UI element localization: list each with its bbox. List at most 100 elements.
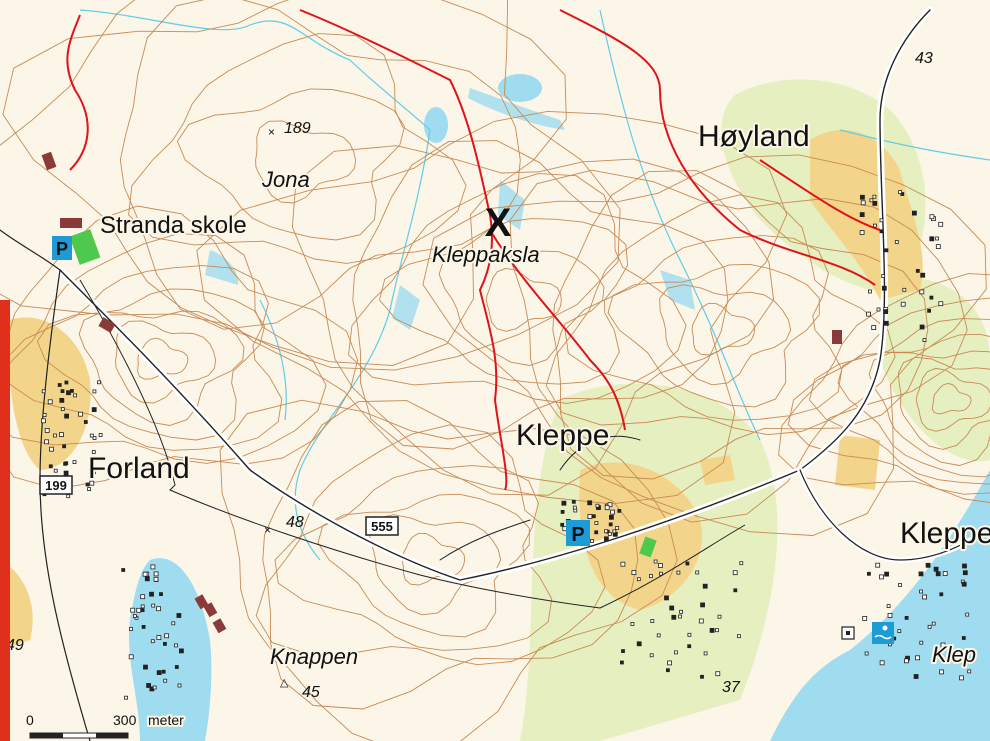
power-line [79,279,746,609]
building-dot [664,595,669,601]
building-dot [610,509,615,515]
building-dot [636,577,641,582]
building-dot [931,621,936,626]
building-dot [860,200,866,206]
building-dot [60,389,65,394]
building-dot [162,642,167,646]
building-dot [66,494,71,499]
building-dot [698,618,704,624]
building-dot [864,651,869,656]
parking-label: P [571,524,584,546]
building-dot [929,214,935,220]
contour-line [509,169,968,523]
building-dot [161,669,166,674]
building-dot [650,619,655,623]
building-dot [621,649,625,653]
contour-line [176,88,405,241]
building-dot [679,609,683,614]
building-dot [883,320,889,326]
building-dot [709,628,715,633]
building-dot [91,407,97,413]
building-dot [612,529,617,534]
building-dot [927,624,932,629]
building-dot [939,592,944,597]
building-dot [715,628,719,633]
parking-sign: P [566,520,590,546]
destination-x-marker-icon[interactable]: X [485,201,512,245]
streams [79,9,990,561]
building-dot [862,616,868,621]
spot-height-37: 37 [722,679,741,696]
contour-line [778,273,990,503]
scale-unit-label: meter [148,712,184,728]
contour-line [219,399,678,741]
building-dot [97,380,101,385]
building-dot [63,461,67,466]
building-dot [608,522,613,527]
building-dot [715,671,721,677]
building-dot [879,218,884,223]
water-bodies [128,74,990,741]
marker-label: X [485,201,512,245]
building-dot [176,613,182,618]
building-dot [561,500,567,506]
building-dot [594,530,599,535]
building-dot [912,210,917,216]
building-dot [737,634,741,639]
contour-line [352,140,729,450]
building-dot [92,436,97,440]
building-dot [587,514,593,519]
building-dot [961,581,967,587]
contour-line [545,194,896,436]
building-dot [859,230,865,235]
map-edge-strip [0,300,10,741]
building-dot [669,605,675,611]
building-dot [587,500,593,506]
building-dot [717,614,722,619]
building-dot [92,389,97,394]
name-kleppaksla: Kleppaksla [432,242,540,267]
building-dot [915,268,920,273]
building-dot [649,653,654,658]
building-dot [128,654,134,660]
building-dot [591,514,596,519]
contour-line [119,0,521,330]
contour-line [369,514,502,616]
name-klep: Klep [932,642,976,667]
place-stranda-skole: Stranda skole [100,212,247,239]
building-dot [140,608,145,612]
building-dot [904,616,909,620]
sports-field [639,536,657,558]
building-dot [83,420,88,424]
building-dot [881,285,887,291]
building-dot [128,627,133,631]
building-dot [700,602,705,608]
spot-height-189: 189 [284,120,311,137]
building-dot [607,502,613,508]
building-dot [687,632,692,637]
building-dot [153,571,159,577]
building-dot [922,338,927,343]
building-dot [607,532,612,536]
contour-line [137,337,189,380]
contour-line [897,356,990,450]
building-dot [59,397,65,403]
building-dot [884,248,889,253]
building-dot [659,571,663,576]
building-dot [164,633,170,639]
building-dot [152,685,157,690]
building-dot [174,665,179,669]
building-dot [130,607,136,613]
building-dot [687,644,692,649]
building-dot [879,229,884,234]
building-dot [59,432,64,438]
building-dot [604,529,608,534]
building-dot [174,643,178,648]
building-dot [875,562,881,568]
contour-line [317,493,530,638]
building-dot [898,583,902,587]
building-dot [149,591,154,597]
building-dot [63,470,69,476]
building-dot [935,244,941,250]
